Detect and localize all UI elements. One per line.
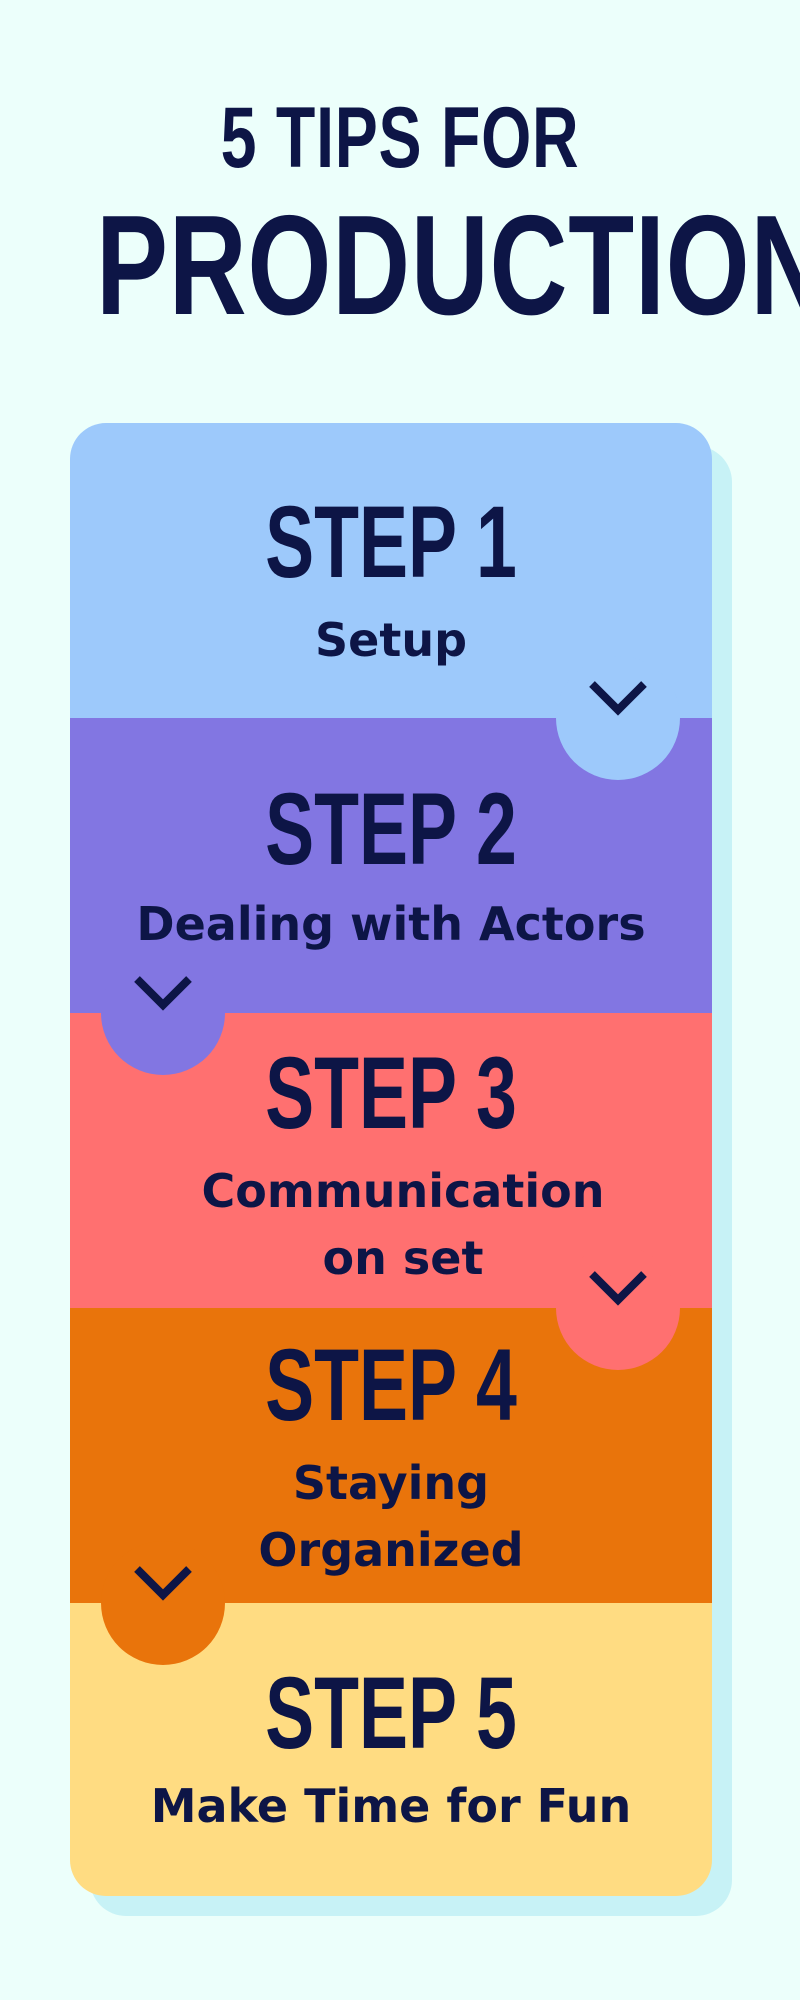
- step-5-subtitle: Make Time for Fun: [150, 1779, 632, 1833]
- step-4-subtitle-line-1: Staying: [292, 1456, 490, 1510]
- chevron-down-icon: [589, 681, 647, 716]
- chevron-down-icon: [134, 976, 192, 1011]
- step-2-subtitle: Dealing with Actors: [136, 897, 646, 951]
- step-4-title: STEP 4: [265, 1328, 517, 1442]
- title-line-1: 5 TIPS FOR: [220, 90, 580, 186]
- step-3-title: STEP 3: [265, 1036, 517, 1150]
- step-1-title: STEP 1: [265, 485, 517, 599]
- step-2-connector: [101, 951, 225, 1075]
- step-3-subtitle-line-2: on set: [322, 1231, 484, 1285]
- step-4-subtitle-line-2: Organized: [258, 1523, 524, 1577]
- step-3-subtitle-line-1: Communication: [201, 1164, 605, 1218]
- step-1-connector: [556, 656, 680, 780]
- chevron-down-icon: [589, 1271, 647, 1306]
- step-4-connector: [101, 1541, 225, 1665]
- step-3-connector: [556, 1246, 680, 1370]
- steps-card: STEP 1 Setup STEP 2 Dealing with Actors …: [70, 423, 712, 1896]
- chevron-down-icon: [134, 1566, 192, 1601]
- title-line-2: PRODUCTION: [96, 186, 800, 345]
- step-2-title: STEP 2: [265, 772, 517, 886]
- step-1-subtitle: Setup: [315, 613, 467, 667]
- step-5-title: STEP 5: [265, 1656, 517, 1770]
